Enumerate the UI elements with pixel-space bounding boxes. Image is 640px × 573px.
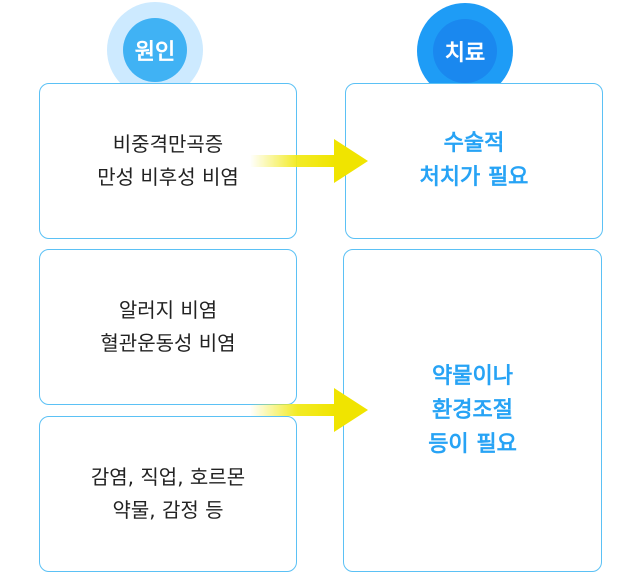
treatment-line: 수술적	[443, 131, 505, 156]
cause-header-badge: 원인	[107, 2, 203, 98]
cause-text: 감염, 직업, 호르몬 약물, 감정 등	[91, 461, 245, 527]
cause-box-rhinitis: 알러지 비염 혈관운동성 비염	[39, 249, 297, 405]
cause-line: 알러지 비염	[118, 298, 218, 322]
treatment-line: 처치가 필요	[419, 165, 529, 190]
treatment-box-surgery: 수술적 처치가 필요	[345, 83, 603, 239]
cause-text: 알러지 비염 혈관운동성 비염	[100, 294, 235, 360]
arrow-right-icon	[250, 139, 368, 183]
treatment-line: 환경조절	[432, 397, 513, 423]
treatment-text: 수술적 처치가 필요	[420, 127, 529, 195]
arrow-right-icon	[250, 388, 368, 432]
cause-line: 비중격만곡증	[112, 132, 224, 156]
treatment-box-medication: 약물이나 환경조절 등이 필요	[343, 249, 602, 572]
treatment-line: 등이 필요	[428, 431, 517, 457]
cause-text: 비중격만곡증 만성 비후성 비염	[97, 128, 239, 194]
cause-header-label: 원인	[123, 18, 187, 82]
cause-line: 감염, 직업, 호르몬	[90, 465, 246, 489]
treatment-text: 약물이나 환경조절 등이 필요	[428, 360, 517, 462]
cause-line: 약물, 감정 등	[112, 498, 224, 522]
cause-line: 만성 비후성 비염	[97, 165, 239, 189]
treatment-line: 약물이나	[432, 363, 513, 389]
cause-box-other: 감염, 직업, 호르몬 약물, 감정 등	[39, 416, 297, 572]
treatment-header-label: 치료	[433, 19, 497, 83]
cause-line: 혈관운동성 비염	[100, 331, 236, 355]
